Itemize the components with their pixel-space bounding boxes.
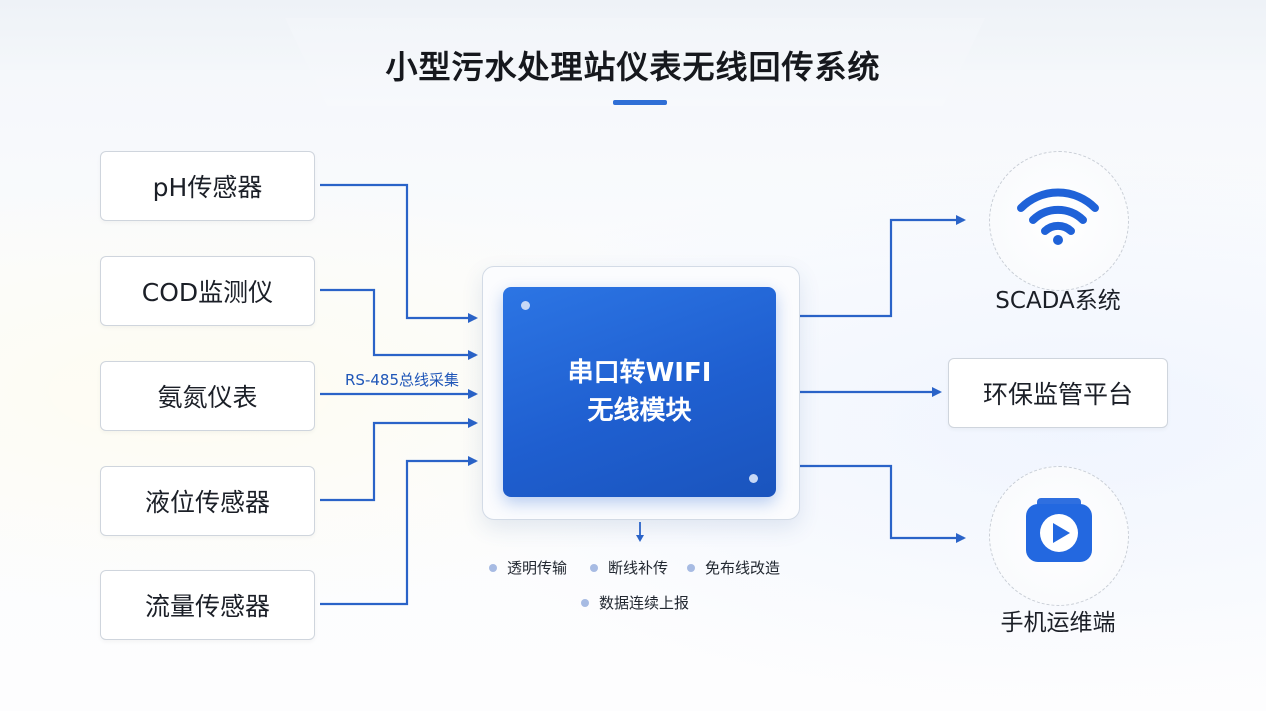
- feature-label: 数据连续上报: [599, 594, 690, 612]
- sensor-ammonia: 氨氮仪表: [100, 361, 315, 431]
- feature-label: 断线补传: [608, 559, 669, 577]
- wifi-icon: [1017, 188, 1099, 245]
- wifi-module: [503, 287, 776, 497]
- output-platform: 环保监管平台: [948, 358, 1168, 428]
- module-dot: [749, 474, 758, 483]
- module-line1: 串口转WIFI: [567, 358, 712, 388]
- down-arrow-icon: [636, 522, 644, 542]
- feature-item: 透明传输: [489, 557, 567, 578]
- page-title: 小型污水处理站仪表无线回传系统: [385, 48, 881, 86]
- feature-item: 数据连续上报: [581, 592, 689, 613]
- play-camera-icon: [1026, 498, 1092, 562]
- feature-item: 免布线改造: [687, 557, 780, 578]
- bullet-icon: [581, 598, 589, 607]
- output-mobile-label: 手机运维端: [1000, 610, 1116, 636]
- title-tab: [285, 18, 985, 106]
- output-scada-label: SCADA系统: [995, 288, 1121, 314]
- feature-label: 透明传输: [507, 559, 568, 577]
- sensor-ph: pH传感器: [100, 151, 315, 221]
- bus-label: RS-485总线采集: [345, 371, 459, 389]
- module-title: 串口转WIFI 无线模块: [503, 354, 776, 430]
- feature-item: 断线补传: [590, 557, 668, 578]
- sensor-flow: 流量传感器: [100, 570, 315, 640]
- bullet-icon: [590, 563, 598, 572]
- bullet-icon: [489, 563, 497, 572]
- scada-icon-ring: [989, 151, 1129, 291]
- sensor-level: 液位传感器: [100, 466, 315, 536]
- feature-label: 免布线改造: [705, 559, 781, 577]
- module-dot: [521, 301, 530, 310]
- title-underline: [613, 100, 667, 105]
- bullet-icon: [687, 563, 695, 572]
- sensor-cod: COD监测仪: [100, 256, 315, 326]
- module-line2: 无线模块: [587, 396, 692, 426]
